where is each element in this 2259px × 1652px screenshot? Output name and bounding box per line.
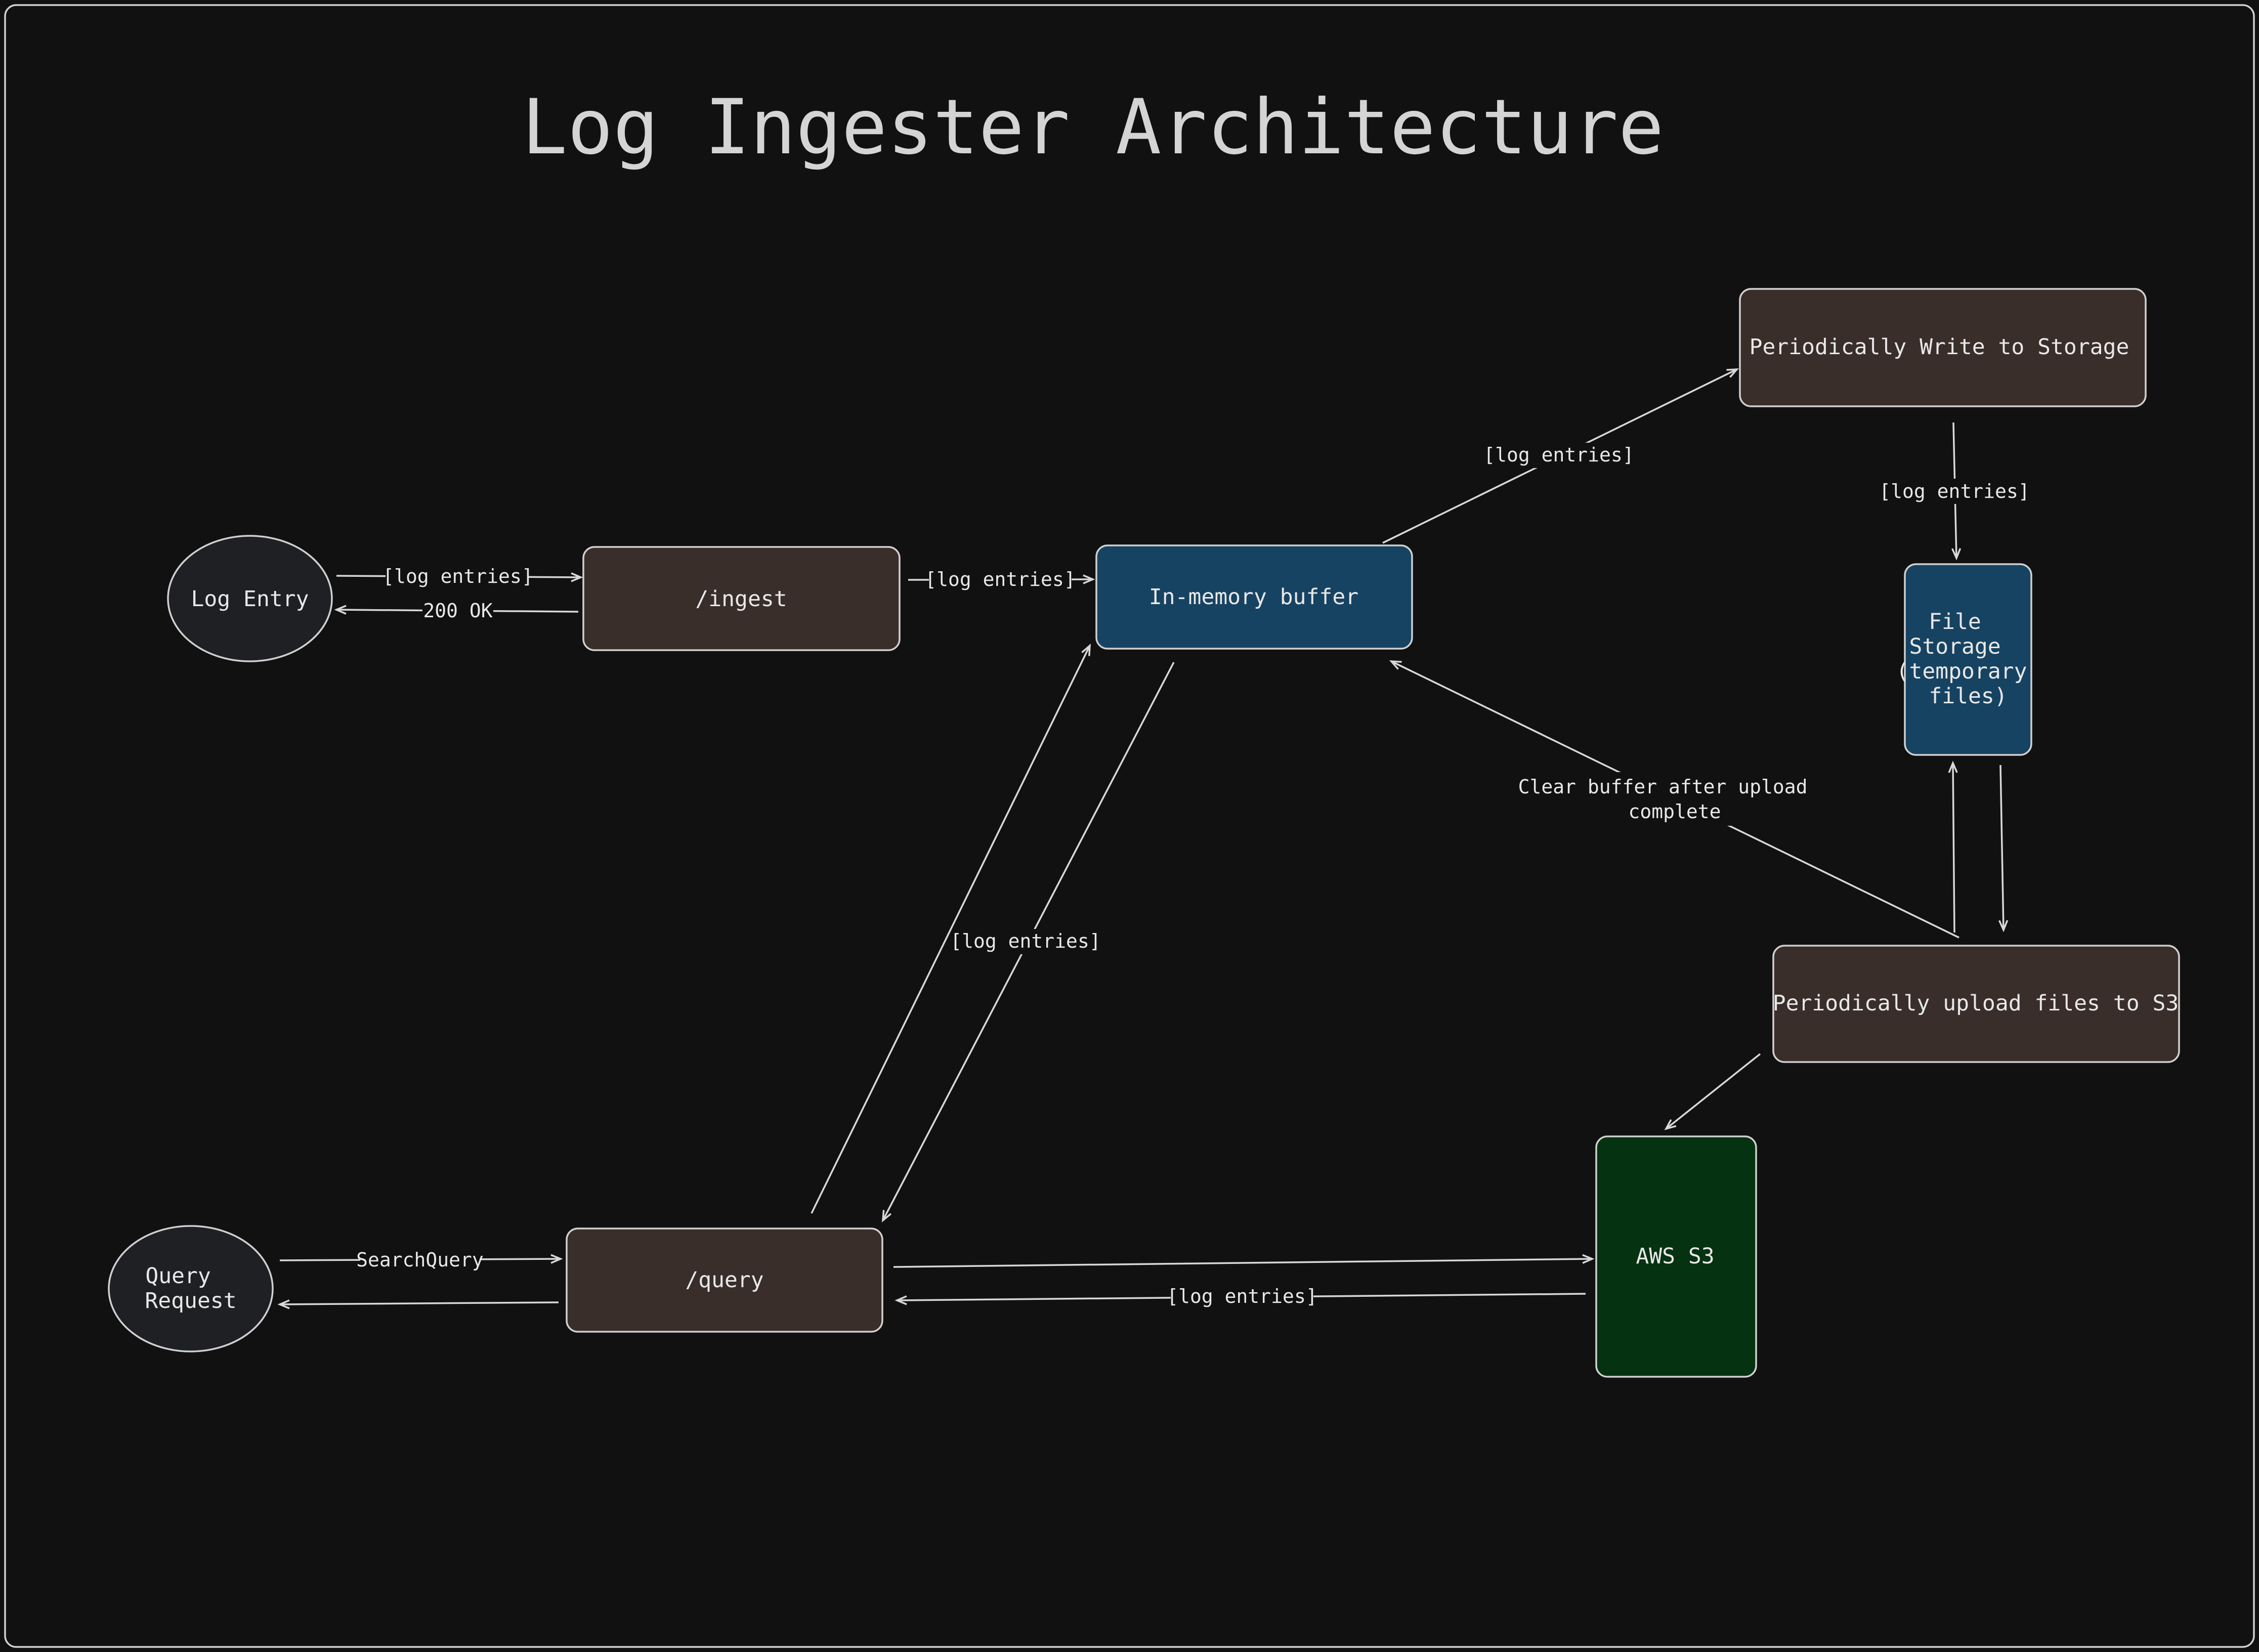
node-label: Log Entry (191, 586, 309, 612)
node-label: File Storage (temporary files) (1896, 609, 2040, 709)
node-in-memory-buffer[interactable]: In-memory buffer (1095, 544, 1413, 650)
edge-label-200-ok: 200 OK (423, 600, 492, 622)
edge-upload-to-file-storage (1948, 760, 1958, 933)
edge-label-log-entries: [log entries] (1167, 1285, 1317, 1307)
edge-label-clear-buffer: Clear buffer after upload complete (1518, 776, 1819, 823)
node-log-entry[interactable]: Log Entry (167, 535, 333, 662)
node-file-storage[interactable]: File Storage (temporary files) (1896, 563, 2040, 756)
node-label: Query Request (145, 1263, 236, 1314)
edge-query-request-to-query: SearchQuery (279, 1247, 563, 1273)
node-query-request[interactable]: Query Request (108, 1225, 274, 1352)
edge-label-line: complete (1628, 800, 1721, 823)
node-label-line: File (1929, 609, 1981, 634)
node-periodically-upload-files-to-s3[interactable]: Periodically upload files to S3 (1772, 945, 2180, 1063)
edge-s3-to-query: [log entries] (894, 1284, 1586, 1309)
node-label: Periodically upload files to S3 (1773, 991, 2179, 1016)
node-label: /ingest (695, 586, 787, 612)
diagram-frame (4, 4, 2255, 1648)
node-label: /query (685, 1267, 763, 1293)
edge-file-storage-to-upload (1998, 765, 2009, 933)
edge-query-to-query-request (277, 1299, 559, 1309)
node-label: AWS S3 (1636, 1244, 1714, 1269)
edge-query-to-s3 (893, 1254, 1595, 1268)
node-label-line: Query (145, 1263, 210, 1289)
edge-label-log-entries: [log entries] (925, 568, 1075, 590)
edge-ingest-to-log-entry: 200 OK (334, 599, 579, 624)
node-ingest[interactable]: /ingest (582, 546, 901, 651)
node-label-line: files) (1929, 684, 2007, 709)
edge-upload-to-s3 (1664, 1053, 1761, 1130)
edge-log-entry-to-ingest: [log entries] (336, 564, 583, 589)
edge-label-log-entries: [log entries] (950, 930, 1100, 952)
edge-buffer-to-periodic-write: [log entries] (1382, 368, 1739, 544)
node-label: Periodically Write to Storage (1750, 334, 2129, 360)
diagram-title: Log Ingester Architecture (522, 83, 1664, 172)
edge-label-log-entries: [log entries] (382, 565, 533, 587)
node-query[interactable]: /query (566, 1227, 883, 1333)
node-label-line: (temporary (1896, 659, 2027, 684)
node-periodically-write-to-storage[interactable]: Periodically Write to Storage (1739, 288, 2147, 407)
edge-label-log-entries: [log entries] (1483, 444, 1634, 466)
edge-ingest-to-buffer: [log entries] (908, 567, 1095, 592)
edge-upload-to-buffer: Clear buffer after upload complete (1389, 660, 1959, 939)
edge-periodic-write-to-file-storage: [log entries] (1879, 422, 2030, 561)
node-label-line: Storage (1909, 634, 2000, 659)
node-label: In-memory buffer (1149, 584, 1358, 610)
edge-label-log-entries: [log entries] (1879, 480, 2029, 502)
edge-label-line: Clear buffer after upload (1518, 776, 1808, 798)
edge-label-searchquery: SearchQuery (356, 1249, 484, 1271)
node-label-line: Request (145, 1288, 236, 1314)
node-aws-s3[interactable]: AWS S3 (1595, 1135, 1757, 1378)
edge-buffer-to-query: [log entries] (881, 662, 1175, 1222)
edge-query-to-buffer (811, 643, 1091, 1214)
